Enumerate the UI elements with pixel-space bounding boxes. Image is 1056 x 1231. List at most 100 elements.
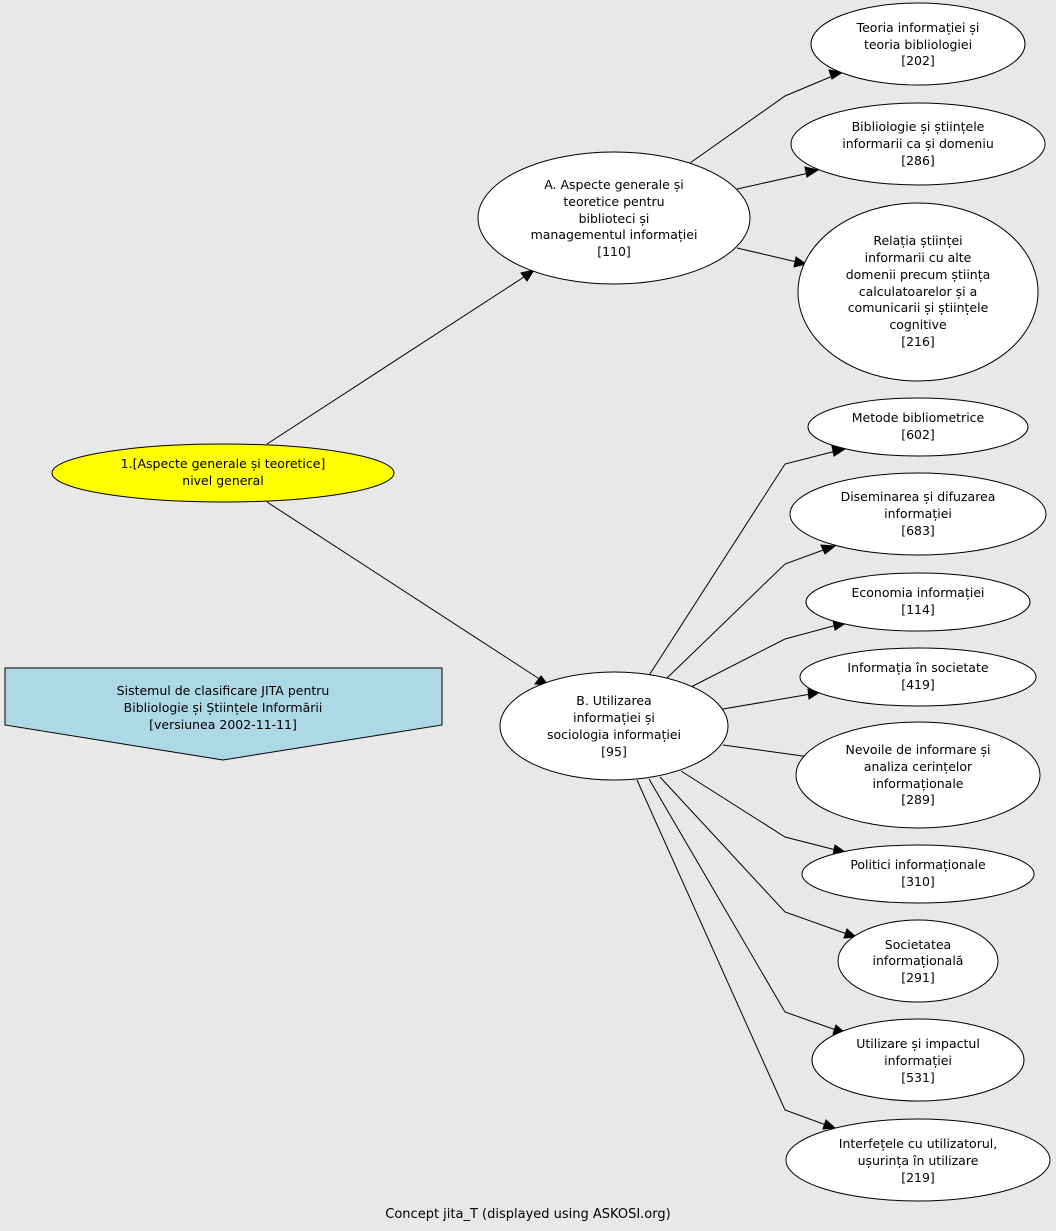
arrowhead-A — [520, 269, 536, 282]
edges — [266, 69, 858, 1130]
node-B7-line-1: Societatea — [885, 937, 951, 952]
node-B[interactable]: B. Utilizarea informației și sociologia … — [499, 671, 729, 781]
node-B9-line-3: [219] — [901, 1170, 935, 1185]
node-A1-line-1: Teoria informației și — [856, 20, 980, 35]
node-B6-line-1: Politici informaționale — [850, 857, 986, 872]
node-B5-line-3: informaționale — [873, 776, 964, 791]
nodes: 1.[Aspecte generale și teoretice] nivel … — [51, 2, 1051, 1202]
node-B3-shape — [805, 572, 1031, 632]
node-root-line-2: nivel general — [182, 473, 263, 488]
node-A3-line-5: comunicarii și științele — [848, 300, 989, 315]
arrowhead-A2 — [804, 166, 820, 178]
legend-line-3: [versiunea 2002-11-11] — [149, 717, 297, 732]
node-B9-shape — [785, 1118, 1051, 1202]
node-B5-line-1: Nevoile de informare și — [845, 742, 990, 757]
node-B5-shape — [795, 721, 1041, 829]
node-B3-line-1: Economia informației — [851, 585, 984, 600]
node-B7-shape — [837, 919, 999, 1003]
legend-shape — [4, 667, 443, 761]
node-B3-line-2: [114] — [901, 602, 935, 617]
node-A3[interactable]: Relația științei informarii cu alte dome… — [797, 202, 1039, 382]
node-A-line-4: managementul informației — [531, 227, 698, 242]
arrowhead-B9 — [822, 1119, 837, 1130]
node-B-line-2: informației și — [573, 710, 655, 725]
edge-A-to-A1 — [689, 74, 836, 164]
node-A3-line-2: informarii cu alte — [865, 250, 972, 265]
node-B6-line-2: [310] — [901, 874, 935, 889]
node-B2-line-2: informației — [884, 506, 952, 521]
node-B1-shape — [807, 397, 1029, 457]
node-B1[interactable]: Metode bibliometrice [602] — [807, 397, 1029, 457]
node-B2-line-1: Diseminarea și difuzarea — [841, 489, 996, 504]
node-A-line-5: [110] — [597, 244, 631, 259]
edge-B-to-B3 — [690, 624, 838, 688]
node-B-shape — [499, 671, 729, 781]
graph-caption: Concept jita_T (displayed using ASKOSI.o… — [385, 1207, 670, 1222]
node-A-line-1: A. Aspecte generale și — [544, 177, 684, 192]
edge-B-to-B2 — [664, 548, 827, 681]
node-A1[interactable]: Teoria informației și teoria bibliologie… — [810, 2, 1026, 86]
edge-B-to-B6 — [680, 770, 837, 851]
node-A2-shape — [790, 102, 1046, 186]
node-B4-shape — [799, 647, 1037, 707]
node-B4[interactable]: Informația în societate [419] — [799, 647, 1037, 707]
node-B8-shape — [811, 1018, 1025, 1102]
arrowhead-A3 — [793, 256, 808, 268]
node-B8-line-3: [531] — [901, 1070, 935, 1085]
node-B4-line-1: Informația în societate — [847, 660, 988, 675]
node-B6[interactable]: Politici informaționale [310] — [801, 844, 1035, 904]
node-A-line-3: biblioteci și — [579, 211, 650, 226]
node-B5-line-4: [289] — [901, 792, 935, 807]
node-A1-line-3: [202] — [901, 53, 935, 68]
node-B9-line-1: Interfețele cu utilizatorul, — [839, 1136, 997, 1151]
node-A2-line-1: Bibliologie și științele — [852, 119, 985, 134]
node-B9[interactable]: Interfețele cu utilizatorul, ușurința în… — [785, 1118, 1051, 1202]
node-A3-shape — [797, 202, 1039, 382]
edge-root-to-A — [266, 274, 528, 445]
node-root[interactable]: 1.[Aspecte generale și teoretice] nivel … — [51, 443, 395, 503]
legend-box: Sistemul de clasificare JITA pentru Bibl… — [4, 667, 443, 761]
node-B7-line-2: informațională — [873, 953, 964, 968]
edge-root-to-B — [266, 501, 542, 681]
node-root-line-1: 1.[Aspecte generale și teoretice] — [121, 456, 326, 471]
node-B3[interactable]: Economia informației [114] — [805, 572, 1031, 632]
edge-B-to-B4 — [722, 693, 812, 710]
edge-B-to-B8 — [648, 778, 837, 1031]
node-B5[interactable]: Nevoile de informare și analiza cerințel… — [795, 721, 1041, 829]
node-B8-line-1: Utilizare și impactul — [856, 1036, 980, 1051]
node-B8[interactable]: Utilizare și impactul informației [531] — [811, 1018, 1025, 1102]
edge-B-to-B9 — [636, 779, 827, 1126]
node-A2-line-3: [286] — [901, 153, 935, 168]
node-A[interactable]: A. Aspecte generale și teoretice pentru … — [477, 151, 751, 285]
node-A3-line-7: [216] — [901, 334, 935, 349]
node-B7-line-3: [291] — [901, 970, 935, 985]
node-A3-line-3: domenii precum știința — [846, 267, 991, 282]
node-A-line-2: teoretice pentru — [563, 194, 664, 209]
arrowhead-B2 — [820, 544, 837, 555]
node-A-shape — [477, 151, 751, 285]
node-A2-line-2: informarii ca și domeniu — [842, 136, 994, 151]
node-A2[interactable]: Bibliologie și științele informarii ca ș… — [790, 102, 1046, 186]
node-B1-line-1: Metode bibliometrice — [852, 410, 985, 425]
node-B6-shape — [801, 844, 1035, 904]
node-root-shape — [51, 443, 395, 503]
node-B-line-1: B. Utilizarea — [576, 693, 651, 708]
node-B4-line-2: [419] — [901, 677, 935, 692]
node-A1-shape — [810, 2, 1026, 86]
node-B2-shape — [789, 472, 1047, 556]
arrowhead-B7 — [843, 928, 858, 939]
node-B2[interactable]: Diseminarea și difuzarea informației [68… — [789, 472, 1047, 556]
edge-B-to-B1 — [647, 450, 837, 678]
node-B1-line-2: [602] — [901, 427, 935, 442]
edge-B-to-B5 — [722, 744, 811, 758]
legend-line-2: Bibliologie și Științele Informării — [124, 700, 323, 715]
legend-line-1: Sistemul de clasificare JITA pentru — [117, 683, 330, 698]
node-A3-line-6: cognitive — [889, 317, 947, 332]
node-A3-line-4: calculatoarelor și a — [859, 284, 978, 299]
node-B2-line-3: [683] — [901, 523, 935, 538]
node-B7[interactable]: Societatea informațională [291] — [837, 919, 999, 1003]
edge-A-to-A2 — [736, 172, 810, 190]
node-B-line-4: [95] — [601, 744, 627, 759]
node-B9-line-2: ușurința în utilizare — [858, 1153, 979, 1168]
